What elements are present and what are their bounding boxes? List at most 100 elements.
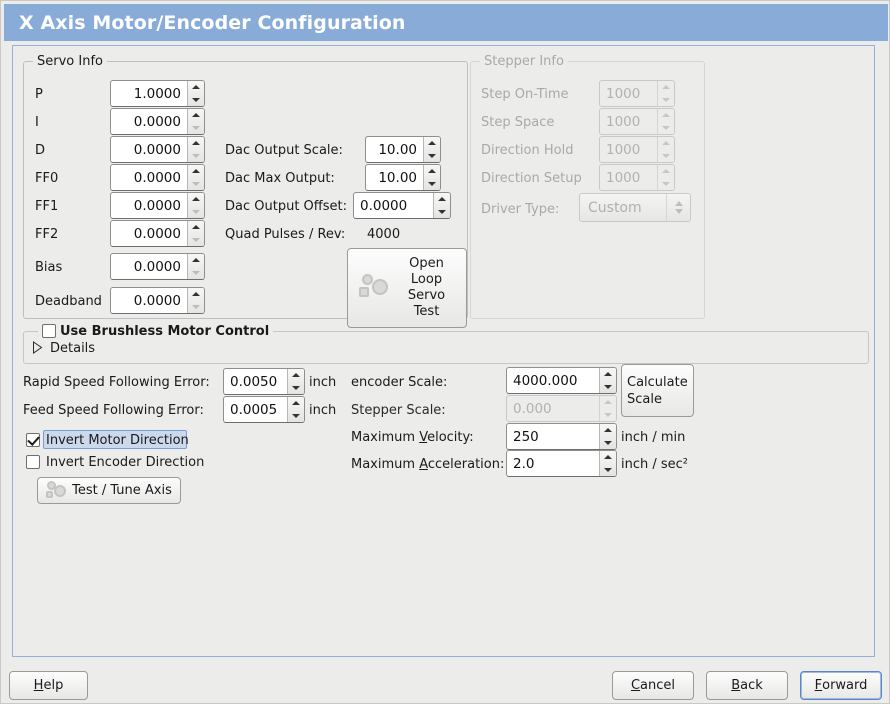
dac-max-output-field[interactable]: 10.00 — [365, 164, 441, 191]
spin-down-icon[interactable] — [188, 94, 204, 107]
spin-down-icon[interactable] — [288, 410, 304, 423]
spin-down-icon[interactable] — [658, 178, 674, 191]
feed-speed-following-error-field[interactable]: 0.0005 — [223, 396, 305, 423]
direction-hold-stepper[interactable] — [657, 137, 674, 162]
spin-down-icon[interactable] — [424, 150, 440, 163]
spin-up-icon[interactable] — [188, 288, 204, 301]
step-on-time-field[interactable]: 1000 — [599, 80, 675, 107]
details-label[interactable]: Details — [50, 341, 96, 356]
spin-up-icon[interactable] — [288, 369, 304, 382]
spin-up-icon[interactable] — [188, 109, 204, 122]
spin-down-icon[interactable] — [188, 234, 204, 247]
spin-down-icon[interactable] — [658, 122, 674, 135]
servo-field-d-stepper[interactable] — [187, 137, 204, 162]
spin-down-icon[interactable] — [188, 267, 204, 280]
spin-down-icon[interactable] — [188, 122, 204, 135]
spin-up-icon[interactable] — [424, 165, 440, 178]
spin-up-icon[interactable] — [600, 451, 616, 464]
spin-up-icon[interactable] — [600, 396, 616, 409]
test-tune-axis-button[interactable]: Test / Tune Axis — [37, 477, 181, 504]
maximum-velocity-field[interactable]: 250 — [506, 423, 617, 450]
spin-up-icon[interactable] — [188, 81, 204, 94]
spin-up-icon[interactable] — [188, 137, 204, 150]
driver-type-select[interactable]: Custom — [579, 193, 691, 222]
encoder-scale-field[interactable]: 4000.000 — [506, 367, 617, 394]
spin-down-icon[interactable] — [434, 206, 450, 219]
spin-up-icon[interactable] — [188, 221, 204, 234]
servo-field-ff0[interactable]: 0.0000 — [110, 164, 205, 191]
spin-up-icon[interactable] — [658, 165, 674, 178]
servo-field-deadband-stepper[interactable] — [187, 288, 204, 313]
invert-encoder-direction-label[interactable]: Invert Encoder Direction — [46, 455, 205, 470]
servo-field-deadband[interactable]: 0.0000 — [110, 287, 205, 314]
spin-up-icon[interactable] — [424, 137, 440, 150]
spin-down-icon[interactable] — [188, 150, 204, 163]
spin-up-icon[interactable] — [434, 193, 450, 206]
spin-up-icon[interactable] — [658, 137, 674, 150]
spin-up-icon[interactable] — [188, 193, 204, 206]
use-brushless-motor-control-checkbox[interactable] — [42, 324, 56, 338]
servo-field-ff2[interactable]: 0.0000 — [110, 220, 205, 247]
spin-down-icon[interactable] — [600, 409, 616, 422]
spin-down-icon[interactable] — [188, 301, 204, 314]
spin-down-icon[interactable] — [188, 178, 204, 191]
spin-up-icon[interactable] — [600, 368, 616, 381]
spin-down-icon[interactable] — [600, 437, 616, 450]
step-on-time-stepper[interactable] — [657, 81, 674, 106]
servo-field-p-stepper[interactable] — [187, 81, 204, 106]
spin-down-icon[interactable] — [424, 178, 440, 191]
feed-error-stepper[interactable] — [287, 397, 304, 422]
rapid-speed-following-error-field[interactable]: 0.0050 — [223, 368, 305, 395]
direction-setup-stepper[interactable] — [657, 165, 674, 190]
servo-field-d[interactable]: 0.0000 — [110, 136, 205, 163]
servo-field-ff1[interactable]: 0.0000 — [110, 192, 205, 219]
step-space-stepper[interactable] — [657, 109, 674, 134]
spin-up-icon[interactable] — [188, 165, 204, 178]
open-loop-servo-test-button[interactable]: Open Loop Servo Test — [347, 248, 467, 328]
direction-setup-field[interactable]: 1000 — [599, 164, 675, 191]
stepper-scale-field[interactable]: 0.000 — [506, 395, 617, 422]
servo-field-i-stepper[interactable] — [187, 109, 204, 134]
servo-field-ff0-stepper[interactable] — [187, 165, 204, 190]
spin-down-icon[interactable] — [658, 94, 674, 107]
invert-motor-direction-label[interactable]: Invert Motor Direction — [46, 433, 189, 448]
spin-down-icon[interactable] — [188, 206, 204, 219]
dac-max-output-stepper[interactable] — [423, 165, 440, 190]
maximum-velocity-stepper[interactable] — [599, 424, 616, 449]
maximum-acceleration-stepper[interactable] — [599, 451, 616, 476]
servo-field-ff2-stepper[interactable] — [187, 221, 204, 246]
spin-up-icon[interactable] — [658, 81, 674, 94]
invert-encoder-direction-checkbox[interactable] — [26, 455, 40, 469]
maximum-acceleration-field[interactable]: 2.0 — [506, 450, 617, 477]
encoder-scale-stepper[interactable] — [599, 368, 616, 393]
dac-output-scale-field[interactable]: 10.00 — [365, 136, 441, 163]
dac-output-offset-field[interactable]: 0.0000 — [353, 192, 451, 219]
rapid-error-stepper[interactable] — [287, 369, 304, 394]
spin-down-icon[interactable] — [288, 382, 304, 395]
details-expander-icon[interactable] — [32, 341, 43, 354]
servo-field-bias-stepper[interactable] — [187, 254, 204, 279]
stepper-scale-stepper[interactable] — [599, 396, 616, 421]
dac-output-scale-stepper[interactable] — [423, 137, 440, 162]
spin-down-icon[interactable] — [658, 150, 674, 163]
spin-up-icon[interactable] — [188, 254, 204, 267]
chevron-updown-icon[interactable] — [666, 194, 690, 221]
servo-field-bias[interactable]: 0.0000 — [110, 253, 205, 280]
servo-field-i[interactable]: 0.0000 — [110, 108, 205, 135]
invert-motor-direction-checkbox[interactable] — [26, 433, 40, 447]
servo-field-p[interactable]: 1.0000 — [110, 80, 205, 107]
spin-up-icon[interactable] — [288, 397, 304, 410]
spin-up-icon[interactable] — [600, 424, 616, 437]
dac-output-offset-stepper[interactable] — [433, 193, 450, 218]
step-space-field[interactable]: 1000 — [599, 108, 675, 135]
spin-up-icon[interactable] — [658, 109, 674, 122]
direction-hold-field[interactable]: 1000 — [599, 136, 675, 163]
spin-down-icon[interactable] — [600, 464, 616, 477]
spin-down-icon[interactable] — [600, 381, 616, 394]
calculate-scale-button[interactable]: Calculate Scale — [621, 364, 694, 417]
servo-field-ff1-stepper[interactable] — [187, 193, 204, 218]
